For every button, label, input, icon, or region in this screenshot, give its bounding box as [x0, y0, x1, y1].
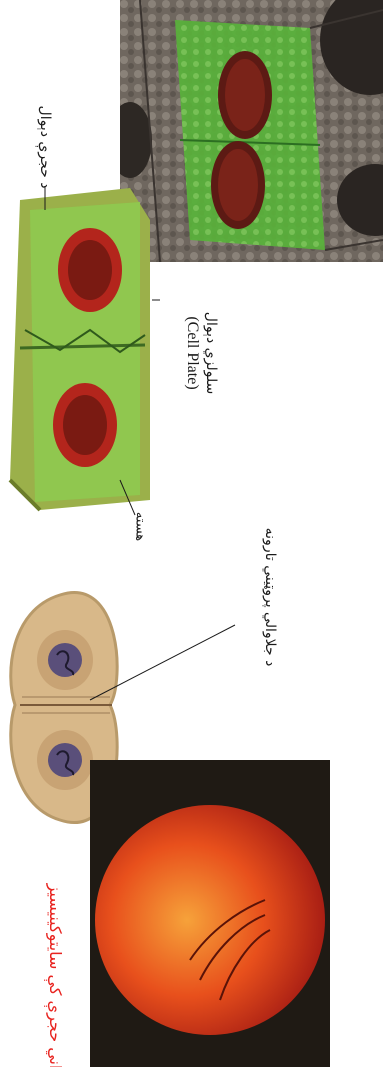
cell-wall-label: د حجرې دېوال: [38, 77, 52, 217]
cell-plate-label-ps: سلولزي دېوال: [204, 298, 218, 408]
cell-plate-label-en: (Cell Plate): [184, 298, 200, 408]
nucleus-label: هسته: [134, 505, 147, 549]
caption: حیواني حجرې کې سایتوکینیسیز: [47, 878, 63, 1067]
plant-cell-drawing: [0, 180, 165, 520]
protein-fibers-label: د جلاوالي پروټيني تارونه: [263, 507, 277, 687]
cell-plate-label: سلولزي دېوال (Cell Plate): [172, 298, 218, 408]
plant-cell-diagram: [0, 180, 165, 520]
egg-cell-image: [90, 760, 330, 1067]
egg-cell-photo: [90, 760, 330, 1067]
